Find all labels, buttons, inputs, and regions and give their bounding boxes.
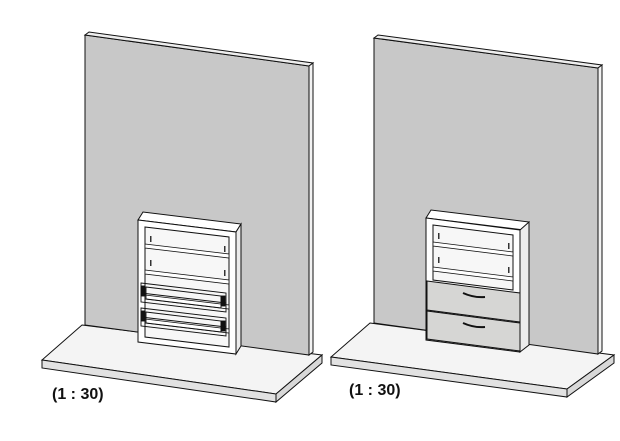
right-view	[329, 34, 616, 398]
shelf-pin-holes-right	[438, 233, 510, 273]
drawer-runner-lower-left	[140, 307, 227, 337]
floor-slab-right	[329, 322, 616, 398]
left-view	[40, 31, 324, 404]
drawer-runner-upper-left	[140, 282, 227, 313]
floor-side-left	[275, 353, 323, 404]
floor-side-right	[566, 354, 615, 398]
shelf-2-left	[144, 269, 230, 285]
cabinet-interior-left	[144, 226, 230, 348]
cabinet-interior-right	[432, 224, 514, 291]
drawer-handle-lower	[462, 322, 486, 329]
drawer-front-lower	[426, 310, 521, 352]
wall-side-edge-left	[308, 62, 314, 356]
drawer-front-upper	[426, 280, 521, 323]
floor-slab-left	[40, 324, 324, 404]
scale-label-right: (1 : 30)	[349, 382, 401, 399]
cabinet-open-left	[137, 211, 242, 356]
cabinet-drawers-right	[425, 209, 530, 354]
shelf-pin-holes-left	[150, 236, 226, 276]
drawer-handle-upper	[462, 292, 486, 299]
shelf-1-right	[432, 241, 514, 257]
scale-label-left: (1 : 30)	[52, 386, 104, 403]
shelf-2-right	[432, 266, 514, 282]
cabinet-side-right	[519, 220, 530, 354]
shelf-1-left	[144, 243, 230, 259]
cabinet-side-left	[235, 222, 242, 356]
wall-side-edge-right	[597, 64, 603, 355]
shelf-3-left	[144, 294, 230, 310]
shelf-4-left	[144, 318, 230, 334]
